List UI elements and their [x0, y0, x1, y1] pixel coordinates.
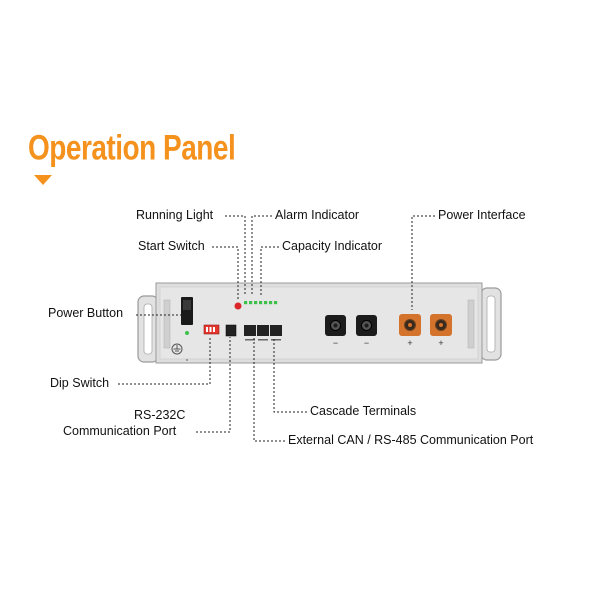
status-dot: [185, 331, 189, 335]
label-alarm-indicator: Alarm Indicator: [275, 208, 360, 222]
label-rs232-line1: RS-232C: [134, 408, 186, 422]
right-handle: [480, 287, 502, 361]
terminal-positive-2[interactable]: [430, 314, 452, 336]
rs232-port[interactable]: [225, 324, 237, 337]
terminal-polarity-2: −: [364, 338, 369, 348]
dip-switch[interactable]: [203, 324, 220, 335]
terminal-polarity-3: +: [407, 338, 412, 348]
terminal-negative-1[interactable]: [325, 315, 346, 336]
label-running-light: Running Light: [136, 208, 214, 222]
led-row: [244, 301, 278, 305]
power-button[interactable]: [181, 297, 193, 325]
terminal-negative-2[interactable]: [356, 315, 377, 336]
terminal-positive-1[interactable]: [399, 314, 421, 336]
title-arrow-icon: [34, 175, 52, 185]
leader-lines: [118, 215, 435, 442]
terminal-polarity-1: −: [333, 338, 338, 348]
start-switch[interactable]: [234, 302, 242, 310]
label-dip-switch: Dip Switch: [50, 376, 110, 390]
label-external-can: External CAN / RS-485 Communication Port: [288, 433, 534, 447]
label-cascade-terminals: Cascade Terminals: [310, 404, 417, 418]
page-title: Operation Panel: [28, 128, 236, 167]
label-rs232-line2: Communication Port: [63, 424, 177, 438]
label-capacity-indicator: Capacity Indicator: [282, 239, 383, 253]
label-start-switch: Start Switch: [138, 239, 205, 253]
label-power-interface: Power Interface: [438, 208, 526, 222]
label-power-button: Power Button: [48, 306, 124, 320]
communication-ports[interactable]: [244, 325, 282, 336]
terminal-polarity-4: +: [438, 338, 443, 348]
left-handle: [137, 295, 159, 363]
ground-icon: [171, 343, 183, 355]
